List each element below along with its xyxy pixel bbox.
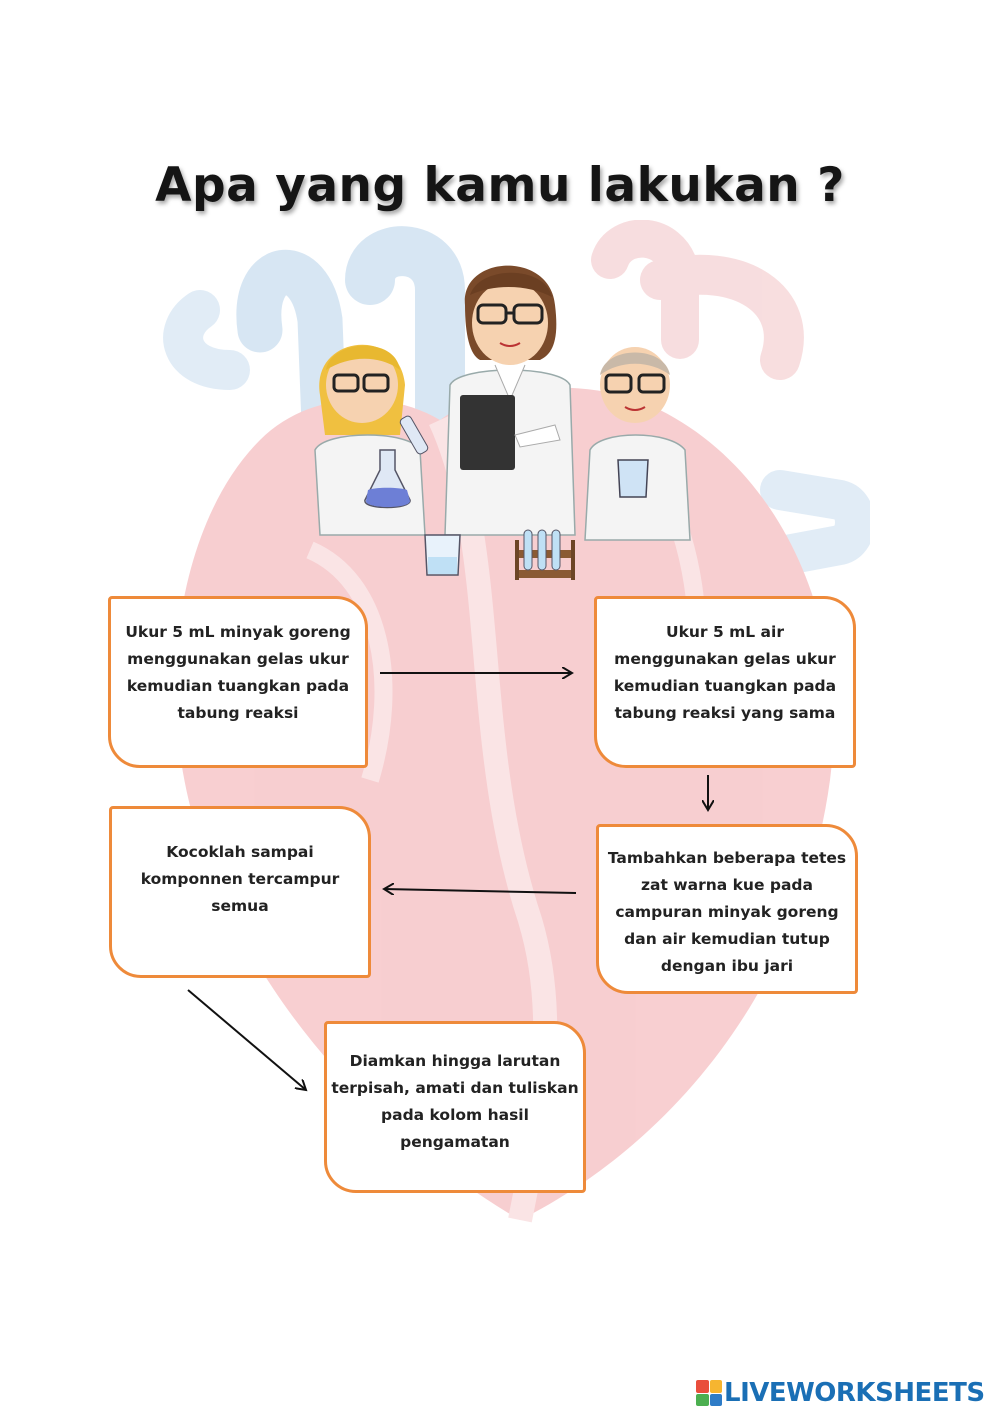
scientist-girl-image: [314, 344, 429, 536]
page-title: Apa yang kamu lakukan ?: [155, 158, 845, 213]
step-5-box: Diamkan hingga larutan terpisah, amati d…: [324, 1021, 586, 1193]
step-5-text: Diamkan hingga larutan terpisah, amati d…: [331, 1052, 579, 1151]
step-3-text: Tambahkan beberapa tetes zat warna kue p…: [607, 849, 847, 975]
scientist-teacher-image: [444, 265, 576, 536]
beaker-icon: [424, 534, 461, 576]
brand-name: LIVEWORKSHEETS: [724, 1378, 985, 1408]
liveworksheets-logo-icon: [696, 1380, 722, 1406]
step-2-text: Ukur 5 mL air menggunakan gelas ukur kem…: [613, 623, 837, 722]
step-3-box: Tambahkan beberapa tetes zat warna kue p…: [596, 824, 858, 994]
step-4-box: Kocoklah sampai komponnen tercampur semu…: [109, 806, 371, 978]
step-1-box: Ukur 5 mL minyak goreng menggunakan gela…: [108, 596, 368, 768]
step-4-text: Kocoklah sampai komponnen tercampur semu…: [140, 843, 340, 915]
scientists-illustration: [314, 265, 691, 580]
step-1-text: Ukur 5 mL minyak goreng menggunakan gela…: [125, 623, 351, 722]
test-tube-rack-icon: [515, 529, 575, 580]
scientist-boy-image: [584, 347, 691, 541]
step-2-box: Ukur 5 mL air menggunakan gelas ukur kem…: [594, 596, 856, 768]
liveworksheets-brand[interactable]: LIVEWORKSHEETS: [696, 1378, 985, 1408]
